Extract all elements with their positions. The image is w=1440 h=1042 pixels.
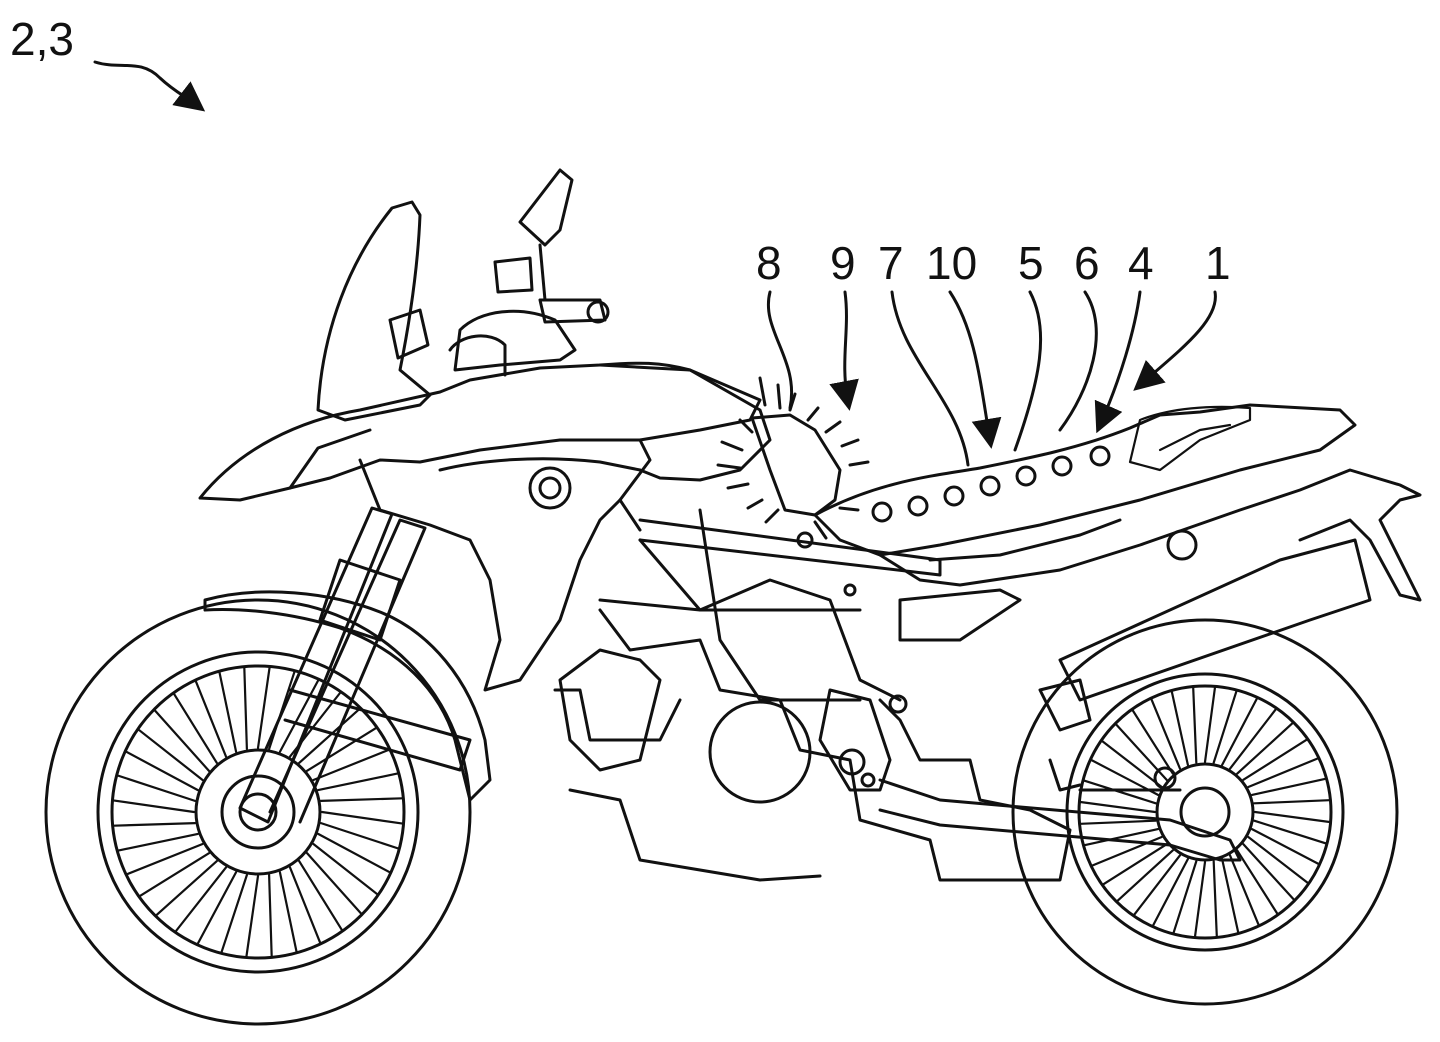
wheel-spoke: [1236, 849, 1279, 915]
light-rays: [716, 376, 870, 540]
wheel-spoke: [312, 748, 391, 782]
assembly-label: 2,3: [10, 13, 74, 65]
wheel-spoke: [1242, 738, 1308, 781]
reference-leaders: [766, 290, 1217, 467]
wheel-spoke: [278, 679, 320, 753]
reference-numeral-4: 4: [1128, 237, 1154, 289]
seat-front-hatched-area: [750, 413, 842, 517]
wheel-spoke: [1151, 857, 1189, 927]
wheel-spoke: [1192, 686, 1198, 764]
wheel-spoke: [1079, 819, 1157, 825]
front-fairing: [198, 200, 762, 692]
wheel-spoke: [1247, 757, 1320, 789]
wheel-spoke: [288, 866, 322, 945]
wheel-spoke: [256, 666, 271, 750]
wheel-spoke: [1228, 854, 1260, 927]
wheel-spoke: [1172, 860, 1198, 935]
front-fender: [203, 590, 492, 802]
exhaust-silencer: [1058, 538, 1372, 702]
front-wheel: [44, 598, 472, 1026]
assembly-leader-arrow: [93, 60, 206, 112]
wheel-spoke: [138, 852, 211, 898]
wheel-spoke: [112, 822, 197, 827]
wheel-spoke: [1082, 779, 1157, 805]
reference-numeral-5: 5: [1018, 237, 1044, 289]
tank-outline: [598, 363, 772, 482]
wheel-spoke: [298, 859, 344, 932]
front-fork: [238, 506, 472, 824]
wheel-spoke: [1253, 819, 1328, 845]
wheel-spoke: [317, 772, 399, 792]
wheel-spoke: [174, 866, 228, 933]
wheel-spoke: [1250, 828, 1320, 866]
reference-numeral-7: 7: [878, 237, 904, 289]
tail-section: [878, 468, 1422, 602]
wheel-spoke: [1193, 860, 1207, 938]
wheel-spoke: [1083, 828, 1160, 847]
wheel-spoke: [1150, 697, 1182, 770]
wheel-spoke: [268, 873, 273, 958]
wheel-spoke: [278, 871, 298, 953]
wheel-spoke: [116, 774, 197, 802]
wheel-spoke: [1203, 686, 1217, 764]
wheel-spoke: [319, 822, 400, 850]
wheel-spoke: [1236, 721, 1294, 775]
wheel-spoke: [1132, 854, 1182, 917]
rear-wheel: [1011, 618, 1399, 1006]
wheel-spoke: [1228, 707, 1278, 770]
wheel-spoke: [112, 799, 196, 814]
reference-numeral-10: 10: [926, 237, 978, 289]
seat: [813, 403, 1357, 557]
wheel-spoke: [220, 873, 248, 954]
wheel-spoke: [1221, 857, 1240, 934]
frame: [598, 498, 942, 702]
wheel-spoke: [1250, 777, 1327, 796]
wheel-spoke: [172, 692, 218, 765]
wheel-spoke: [1247, 835, 1310, 885]
wheel-spoke: [194, 679, 228, 758]
wheel-spoke: [243, 666, 248, 751]
engine: [553, 588, 1072, 882]
wheel-spoke: [319, 797, 404, 802]
wheel-spoke: [1079, 800, 1157, 814]
reference-numeral-9: 9: [830, 237, 856, 289]
wheel-spoke: [137, 728, 204, 782]
wheel-spoke: [1221, 697, 1259, 767]
handlebar-mirror: [448, 168, 610, 377]
wheel-spoke: [298, 707, 361, 765]
wheel-spoke: [1116, 849, 1174, 903]
wheel-spoke: [117, 832, 199, 852]
wheel-spoke: [245, 874, 260, 958]
reference-numeral-8: 8: [756, 237, 782, 289]
wheel-spoke: [312, 842, 379, 896]
wheel-spoke: [1100, 739, 1163, 789]
wheel-spoke: [125, 842, 204, 876]
wheel-spoke: [305, 852, 363, 915]
reference-numeral-1: 1: [1205, 237, 1231, 289]
wheel-spoke: [1253, 799, 1331, 805]
wheel-spoke: [155, 859, 218, 917]
wheel-spoke: [1102, 843, 1168, 886]
wheel-spoke: [320, 810, 404, 825]
wheel-spoke: [1242, 843, 1296, 901]
wheel-spoke: [218, 671, 238, 753]
wheel-spoke: [1212, 689, 1238, 764]
reference-numeral-6: 6: [1074, 237, 1100, 289]
wheel-spoke: [1131, 709, 1174, 775]
wheel-spoke: [125, 750, 199, 792]
wheel-spoke: [1253, 810, 1331, 824]
wheel-spoke: [1212, 860, 1218, 938]
swingarm: [878, 678, 1242, 862]
wheel-spoke: [1170, 690, 1189, 767]
wheel-spoke: [196, 871, 238, 945]
wheel-spoke: [317, 832, 391, 874]
wheel-spoke: [153, 709, 211, 772]
wheel-spoke: [305, 726, 378, 772]
